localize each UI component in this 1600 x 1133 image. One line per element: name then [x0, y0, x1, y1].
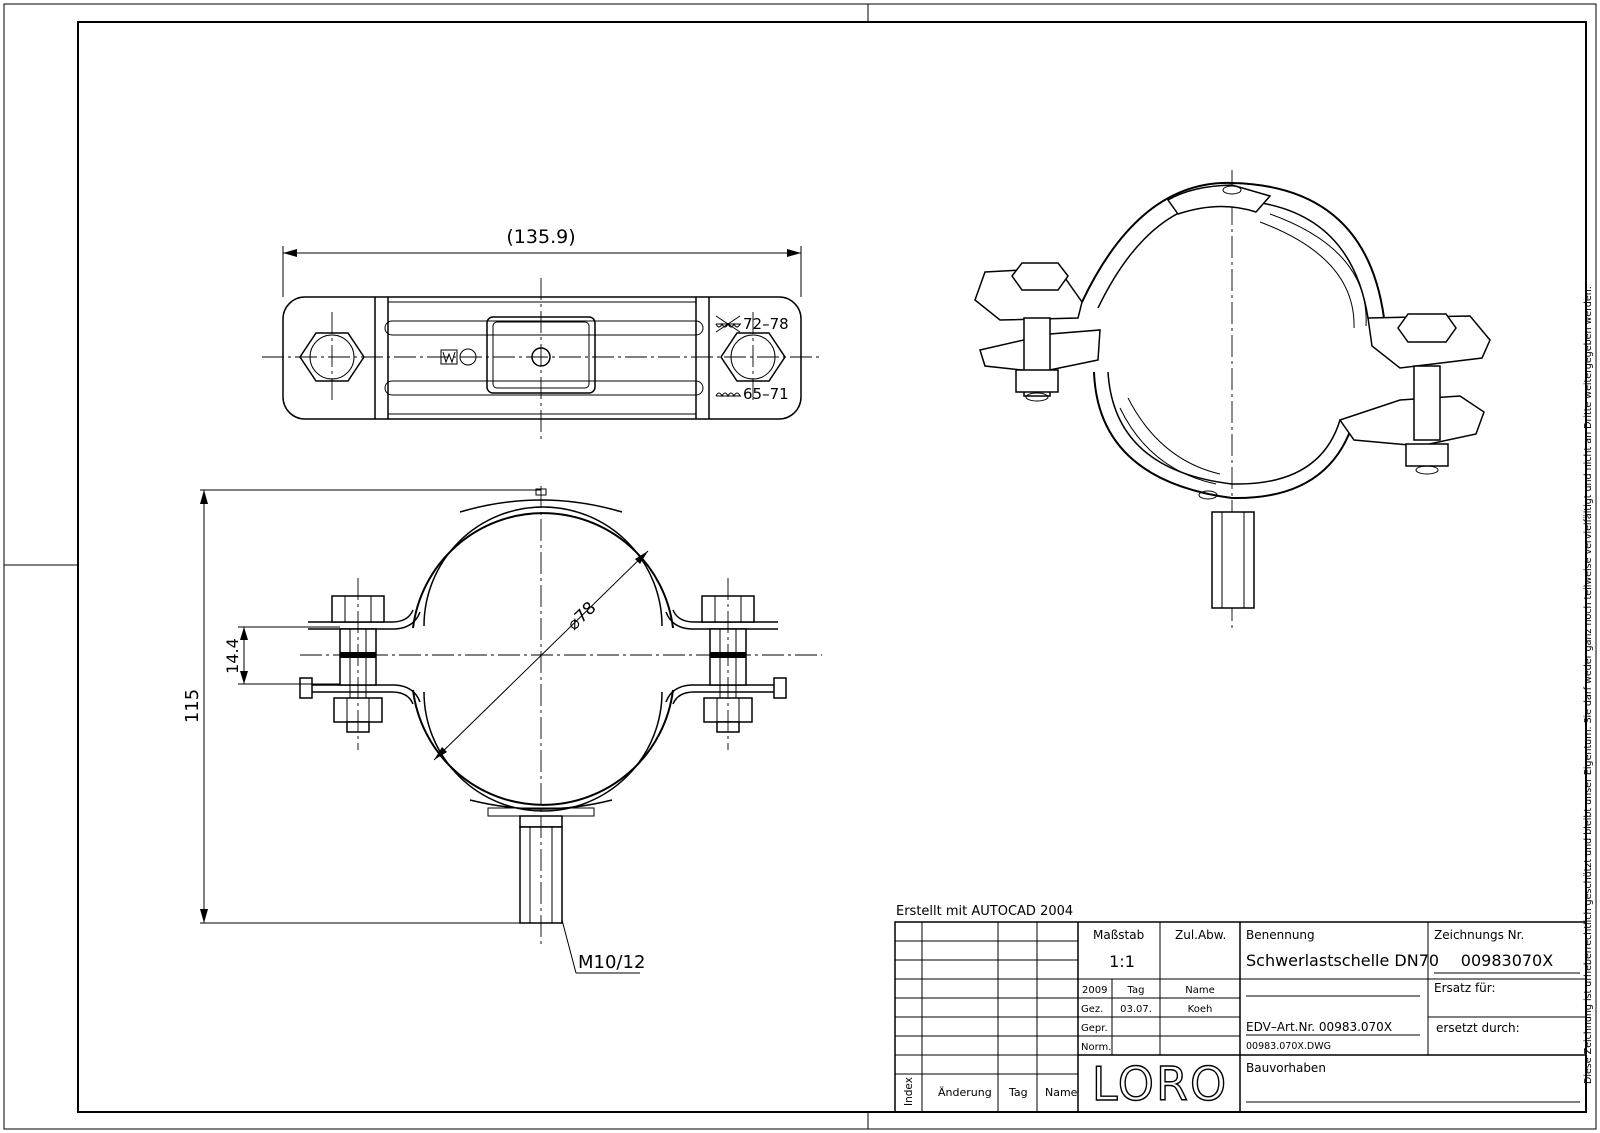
edv-art-nr: EDV–Art.Nr. 00983.070X [1246, 1020, 1392, 1034]
ersatz-fuer-label: Ersatz für: [1434, 981, 1496, 995]
index-label: Index [903, 1077, 915, 1106]
height-dimension: 115 [182, 689, 203, 723]
gepr-label: Gepr. [1081, 1023, 1108, 1034]
norm-label: Norm. [1081, 1042, 1111, 1053]
isometric-view [974, 170, 1491, 630]
gez-tag: 03.07. [1120, 1004, 1152, 1015]
rev-name-label: Name [1045, 1086, 1078, 1099]
benennung-value: Schwerlastschelle DN70 [1246, 951, 1439, 970]
benennung-label: Benennung [1246, 928, 1315, 942]
gez-name: Koeh [1188, 1004, 1213, 1015]
top-width-dimension: (135.9) [506, 226, 575, 248]
sheet-frame [3, 3, 1597, 1130]
year-label: 2009 [1082, 985, 1107, 996]
copyright-note: Diese Zeichnung ist urheberrechtlich ges… [1583, 286, 1594, 1084]
dwg-file: 00983.070X.DWG [1246, 1041, 1331, 1052]
rev-tag-label: Tag [1008, 1086, 1028, 1099]
zul-abw-label: Zul.Abw. [1175, 928, 1226, 942]
gez-label: Gez. [1081, 1004, 1103, 1015]
front-view: ⌀78 115 14.4 M10/12 [182, 486, 822, 974]
massstab-value: 1:1 [1109, 952, 1135, 971]
zeichnungs-nr-label: Zeichnungs Nr. [1434, 928, 1524, 942]
title-block: Index Änderung Tag Name Maßstab 1:1 Zul.… [894, 921, 1587, 1113]
created-note: Erstellt mit AUTOCAD 2004 [896, 904, 1073, 919]
offset-dimension: 14.4 [223, 638, 242, 674]
tag-label: Tag [1127, 985, 1145, 996]
name-label: Name [1185, 985, 1215, 996]
aenderung-label: Änderung [938, 1086, 992, 1099]
top-view: (135.9) 72–78 [262, 226, 822, 440]
logo-text: LORO [1092, 1057, 1228, 1111]
massstab-label: Maßstab [1093, 928, 1144, 942]
range-upper-icon [715, 315, 741, 333]
thread-label: M10/12 [578, 952, 645, 973]
range-lower-label: 65–71 [743, 385, 789, 403]
ersetzt-durch-label: ersetzt durch: [1436, 1021, 1520, 1035]
bauvorhaben-label: Bauvorhaben [1246, 1061, 1326, 1075]
zeichnungs-nr-value: 00983070X [1461, 951, 1553, 970]
loro-logo: LORO [1091, 1056, 1228, 1111]
range-upper-label: 72–78 [743, 315, 789, 333]
range-lower-icon [715, 392, 741, 398]
